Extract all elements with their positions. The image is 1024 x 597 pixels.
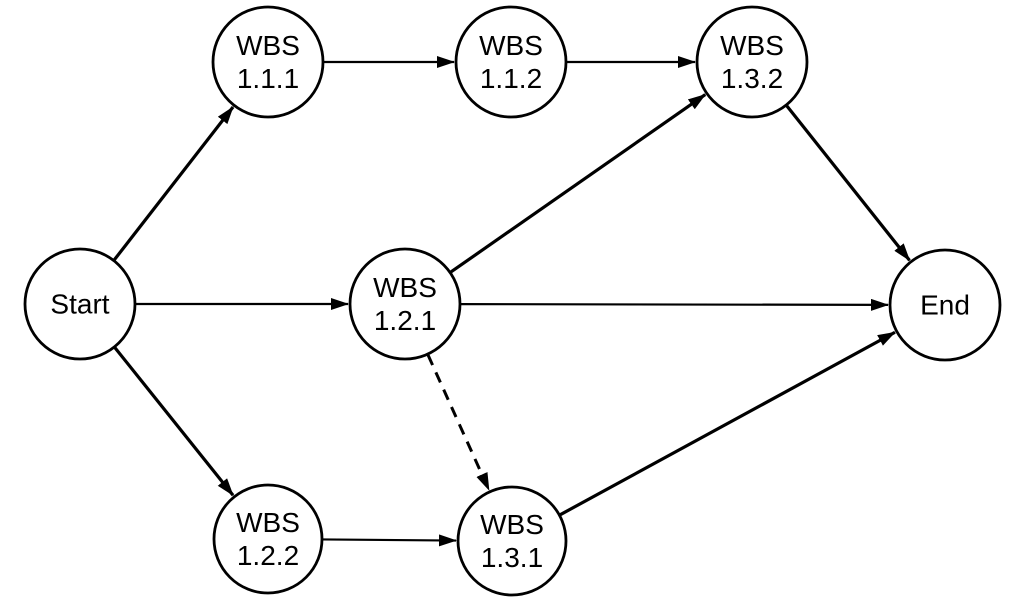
edge-wbs-1-3-1-to-end <box>559 330 896 517</box>
node-end-circle <box>888 248 1002 362</box>
edge-start-to-wbs-1-2-2 <box>113 346 235 497</box>
edge-wbs-1-2-1-to-end <box>460 298 890 311</box>
node-start-label: Start <box>50 289 109 320</box>
node-start: Start <box>23 247 137 361</box>
node-wbs-1-3-1-circle <box>456 485 568 597</box>
node-wbs-1-1-1-circle <box>211 5 325 119</box>
node-wbs-1-3-2-circle <box>695 5 809 119</box>
node-wbs-1-2-1-circle <box>348 247 462 361</box>
node-end: End <box>888 248 1002 362</box>
edge-wbs-1-2-1-to-wbs-1-3-2 <box>450 93 707 274</box>
node-end-label: End <box>920 290 970 321</box>
edge-start-to-wbs-1-1-1 <box>113 106 235 261</box>
node-start-circle <box>23 247 137 361</box>
node-wbs-1-1-2-circle <box>454 5 568 119</box>
edge-wbs-1-2-1-to-wbs-1-3-1-dashed <box>426 354 491 491</box>
edge-wbs-1-2-2-to-wbs-1-3-1 <box>322 534 458 547</box>
node-wbs-1-2-2-circle <box>212 483 324 595</box>
edge-wbs-1-3-2-to-end <box>785 104 911 262</box>
